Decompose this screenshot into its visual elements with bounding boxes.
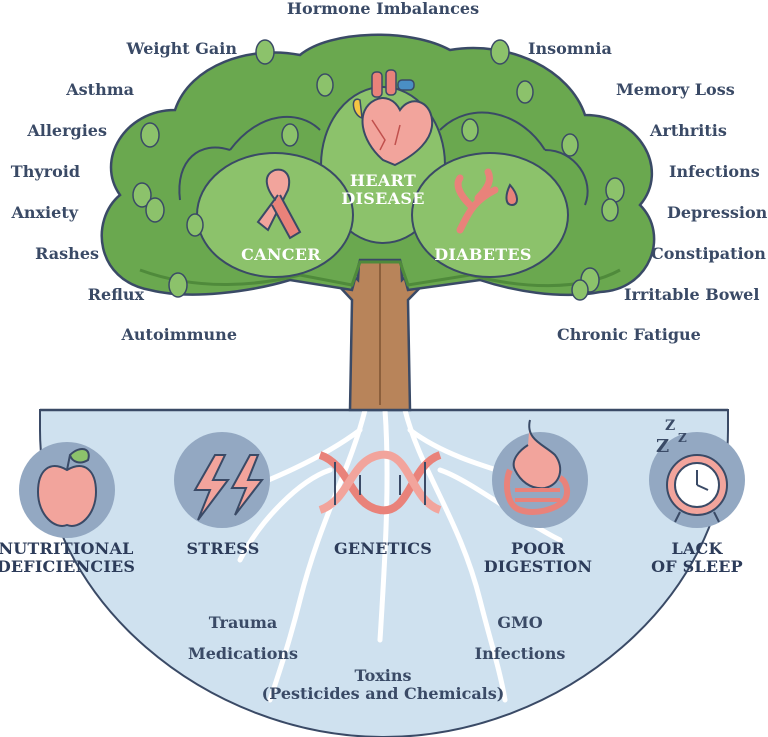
label-heart: HEART	[349, 171, 417, 190]
label-symptom-right: Arthritis	[650, 121, 727, 140]
blood-vessel-icon	[454, 168, 518, 234]
stomach-icon	[504, 419, 571, 515]
label-gmo: GMO	[497, 613, 543, 632]
lightning-icon	[193, 454, 265, 521]
label-toxins-title: Toxins	[354, 666, 412, 685]
label-symptom-left: Weight Gain	[126, 39, 237, 58]
label-cancer: CANCER	[241, 245, 321, 264]
dna-icon	[318, 450, 442, 515]
label-symptom-left: Autoimmune	[121, 325, 238, 344]
svg-text:Z: Z	[678, 431, 687, 445]
label-toxins: Toxins (Pesticides and Chemicals)	[261, 666, 505, 704]
label-heart-disease: HEART DISEASE	[341, 171, 425, 209]
label-symptom-left: Thyroid	[10, 162, 80, 181]
label-symptom-left: Rashes	[35, 244, 99, 263]
label-poor-digestion: POOR DIGESTION	[483, 539, 593, 577]
label-symptom-right: Memory Loss	[616, 80, 735, 99]
svg-text:Z: Z	[656, 436, 669, 457]
label-symptom-right: Depression	[667, 203, 768, 222]
label-symptom-right: Irritable Bowel	[624, 285, 760, 304]
label-genetics: GENETICS	[334, 539, 432, 558]
label-diabetes: DIABETES	[434, 245, 532, 264]
label-symptom-left: Anxiety	[11, 203, 78, 222]
label-medications: Medications	[187, 644, 299, 663]
diabetes-bubble	[411, 152, 569, 278]
label-lack: LACK	[671, 539, 723, 558]
label-poor: POOR	[510, 539, 565, 558]
label-nutritional: NUTRITIONAL	[0, 539, 134, 558]
label-digestion: DIGESTION	[483, 557, 593, 577]
ribbon-icon	[256, 168, 302, 240]
label-stress: STRESS	[186, 539, 260, 558]
label-hormone-imbalances: Hormone Imbalances	[286, 0, 480, 18]
label-lack-of-sleep: LACK OF SLEEP	[651, 539, 743, 577]
label-of-sleep: OF SLEEP	[651, 557, 743, 577]
label-symptom-right: Insomnia	[528, 39, 612, 58]
label-symptom-left: Asthma	[66, 80, 134, 99]
alarm-clock-icon: Z Z Z	[656, 418, 728, 523]
label-symptom-right: Chronic Fatigue	[557, 325, 701, 344]
label-nutritional-deficiencies: NUTRITIONAL DEFICIENCIES	[0, 539, 136, 577]
svg-text:Z: Z	[665, 418, 675, 434]
label-toxins-detail: (Pesticides and Chemicals)	[261, 684, 505, 704]
label-symptom-left: Reflux	[87, 285, 144, 304]
label-symptom-left: Allergies	[27, 121, 107, 140]
label-disease: DISEASE	[341, 189, 425, 209]
label-infections-cause: Infections	[474, 644, 566, 663]
apple-icon	[36, 448, 98, 527]
label-trauma: Trauma	[208, 613, 278, 632]
label-deficiencies: DEFICIENCIES	[0, 557, 136, 577]
label-symptom-right: Constipation	[651, 244, 766, 263]
heart-icon	[352, 69, 434, 167]
label-symptom-right: Infections	[669, 162, 760, 181]
leaves	[132, 39, 625, 301]
